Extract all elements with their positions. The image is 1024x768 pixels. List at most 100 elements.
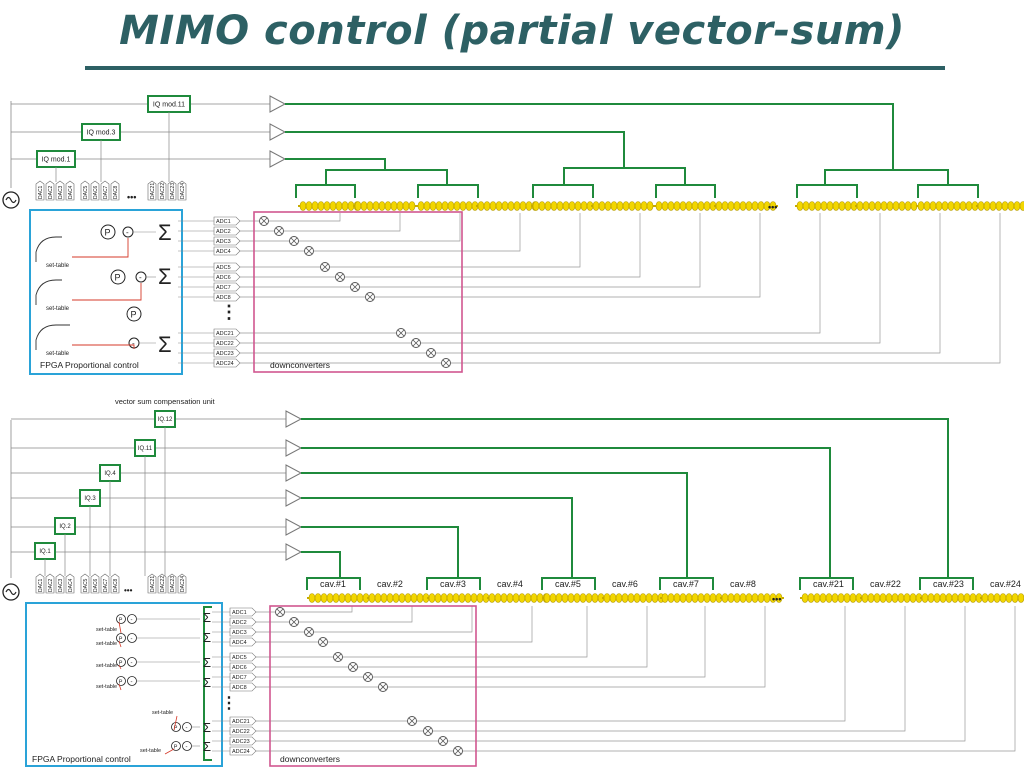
top-set-table-label: set-table [46,306,70,312]
bottom-setpoint-arrow [164,748,175,755]
bottom-cavity-string-cell [500,593,508,603]
top-cavity-string-cell [390,201,398,211]
top-cavity-string-cell [335,201,343,211]
bottom-cavity-string-cell [585,593,593,603]
bottom-set-table-label: set-table [140,748,161,754]
bottom-iq-module-label: IQ.2 [59,524,71,530]
top-cavity-string [654,201,718,211]
bottom-cavity-string-cell [969,593,977,603]
bottom-pickup-line [255,606,846,722]
bottom-cavity-string-cell [488,593,496,603]
bottom-p-gain [116,614,126,624]
bottom-cavity-string-cell [452,593,460,603]
bottom-dac-label: DAC21 [150,576,156,592]
bottom-cavity-string-cell [494,593,502,603]
bottom-cavity-string-cell [709,593,717,603]
bottom-pickup-line [255,606,533,643]
bottom-sigma: Σ [203,739,211,754]
top-dac-dac4 [65,180,75,201]
bottom-cavity-string-cell [428,593,436,603]
top-pickup-line [238,213,521,252]
top-dac-label: DAC8 [113,185,119,199]
bottom-cavity-string-cell [386,593,394,603]
bottom-adc-10 [229,726,257,736]
top-cavity-string-cell [441,201,449,211]
top-sigma: Σ [158,264,172,289]
top-cavity-string-cell [917,201,925,211]
bottom-adc-12-label: ADC24 [232,749,250,755]
bottom-setpoint-arrow [118,664,122,670]
top-cavity-string-cell [868,201,876,211]
bottom-mixer-x2 [319,638,327,646]
bottom-cavity-string-cell [458,593,466,603]
top-set-table-curve [35,324,70,350]
bottom-cavity-string-cell [987,593,995,603]
bottom-adc-7-label: ADC7 [232,675,247,681]
bottom-cavity-string-cell [963,593,971,603]
top-cavity-string-cell [354,201,362,211]
bottom-mixer-x2 [305,628,313,636]
bottom-cavity-string-cell [512,593,520,603]
top-cavity-string-cell [604,201,612,211]
bottom-mixer-x2 [408,717,416,725]
top-cavity-string-cell [959,201,967,211]
top-cavity-string-cell [874,201,882,211]
top-cavity-string-cell [751,201,759,211]
bottom-minus-label: - [186,726,188,732]
bottom-cavity-string [427,593,491,603]
bottom-cavity-string-cell [957,593,965,603]
bottom-cavity-string-cell [344,593,352,603]
bottom-amplifier [285,518,303,536]
top-set-table-label: set-table [46,351,70,357]
bottom-p-gain [116,676,126,686]
top-cavity-string-cell [667,201,675,211]
bottom-sigma: Σ [203,675,211,690]
bottom-amplifier [285,543,303,561]
bottom-iq-module-label: IQ.4 [104,471,116,477]
bottom-set-table-label: set-table [96,684,117,690]
bottom-dac-label: DAC2 [48,578,54,592]
bottom-cavity-string-cell [813,593,821,603]
bottom-cavity-string-cell [446,593,454,603]
top-cavity-string-cell [489,201,497,211]
bottom-rf-line [301,447,831,578]
bottom-dac-dac7 [100,573,110,594]
bottom-cavity-string-cell [807,593,815,603]
bottom-amplifier [285,439,303,457]
bottom-cavity-string-cell [703,593,711,603]
bottom-dac-label: DAC24 [180,576,186,592]
bottom-cavity-string-cell [326,593,334,603]
bottom-mixer-x2 [424,727,432,735]
bottom-adc-1 [229,607,257,617]
bottom-cav-bracket [799,577,854,590]
bottom-adc-2 [229,617,257,627]
bottom-cavity-string-cell [476,593,484,603]
bottom-cavity-string-cell [567,593,575,603]
bottom-mixer-x2 [379,683,387,691]
top-dac-label: DAC7 [103,185,109,199]
bottom-sigma: Σ [203,655,211,670]
bottom-cavity-string-cell [885,593,893,603]
top-mixer-x2 [336,273,344,281]
bottom-dac-label: DAC6 [93,578,99,592]
top-p-label: P [131,310,137,320]
top-cavity-string-cell [423,201,431,211]
top-adc-6 [213,272,241,282]
top-p-label: P [105,228,111,238]
top-cavity-string-cell [646,201,654,211]
bottom-cavity-string-cell [837,593,845,603]
top-cavity-string-cell [360,201,368,211]
bottom-adc-3 [229,627,257,637]
top-cavity-string-cell [923,201,931,211]
bottom-cavity-string-cell [1011,593,1019,603]
bottom-cavity-string-cell [645,593,653,603]
bottom-minus-label: - [131,680,133,686]
bottom-rf-line [301,497,573,578]
bottom-adc-11 [229,736,257,746]
bottom-dac-label: DAC1 [38,578,44,592]
top-rf-line-1b [893,169,949,185]
top-cavity-string-cell [838,201,846,211]
top-cavity-string-cell [483,201,491,211]
top-adc-8 [213,292,241,302]
bottom-pickup-line [255,606,413,623]
